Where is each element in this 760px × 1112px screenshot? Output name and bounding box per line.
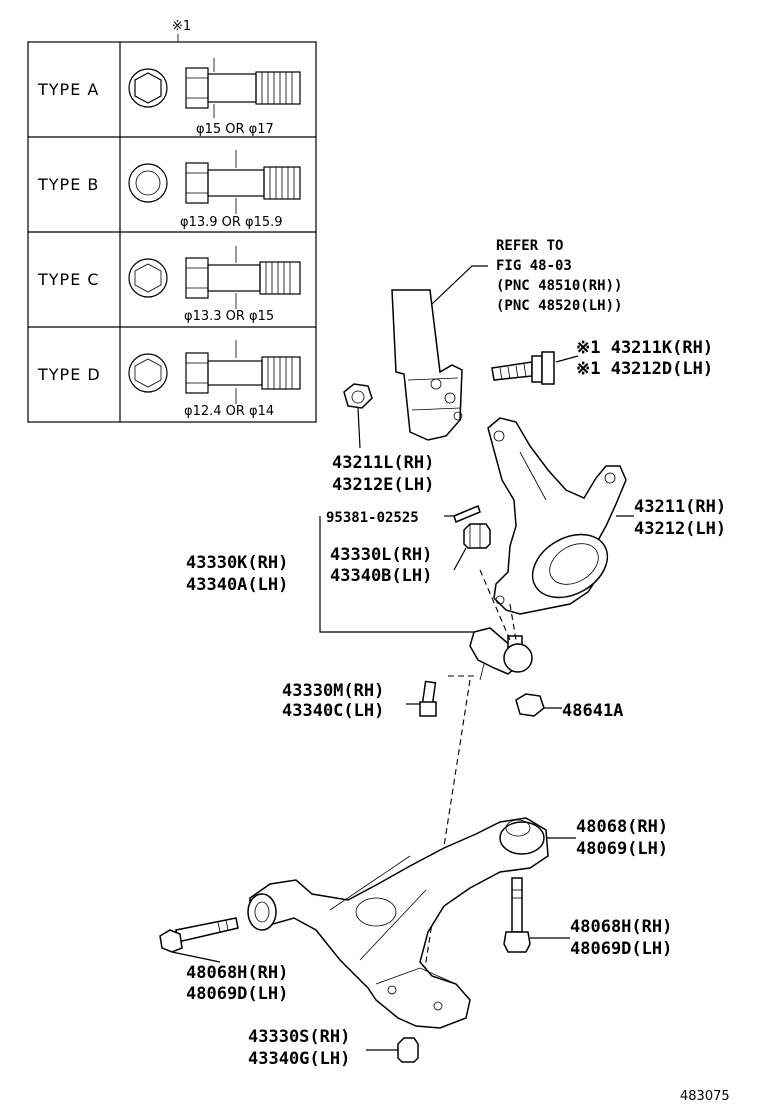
type-a-label: TYPE A	[37, 80, 99, 99]
castle-nut-drawing	[463, 523, 491, 549]
callout-43211L-lh: 43212E(LH)	[332, 475, 434, 495]
type-a-stud-drawing	[128, 58, 301, 118]
ball-joint-drawing	[469, 627, 533, 681]
table-header-mark: ※1	[172, 19, 191, 34]
bolt-43330M-drawing	[419, 680, 437, 717]
type-d-stud-drawing	[128, 340, 301, 404]
callout-43330S-rh: 43330S(RH)	[248, 1027, 350, 1047]
callout-43211L-rh: 43211L(RH)	[332, 453, 434, 473]
type-d-label: TYPE D	[37, 365, 101, 384]
steering-knuckle-drawing	[487, 417, 627, 615]
nut-43211L-drawing	[343, 383, 373, 409]
refer-note: REFER TO FIG 48-03 (PNC 48510(RH)) (PNC …	[431, 238, 622, 314]
callout-48068-lh: 48069(LH)	[576, 839, 668, 859]
callout-43330M-lh: 43340C(LH)	[282, 701, 384, 721]
callout-48068H-left-rh: 48068H(RH)	[186, 963, 288, 983]
callout-43330K-lh: 43340A(LH)	[186, 575, 288, 595]
nut-48641A-drawing	[515, 693, 545, 717]
type-c-dimension: φ13.3 OR φ15	[184, 309, 274, 324]
callout-43211K-rh: ※1 43211K(RH)	[576, 338, 713, 358]
figure-number: 483075	[680, 1089, 730, 1104]
callout-43330L-rh: 43330L(RH)	[330, 545, 432, 565]
lower-control-arm-drawing	[247, 817, 549, 1029]
type-c-label: TYPE C	[37, 270, 100, 289]
callout-48068H-left-lh: 48069D(LH)	[186, 984, 288, 1004]
refer-line-1: REFER TO	[496, 238, 563, 254]
refer-line-3: (PNC 48510(RH))	[496, 278, 622, 294]
callout-43330L-lh: 43340B(LH)	[330, 566, 432, 586]
refer-line-4: (PNC 48520(LH))	[496, 298, 622, 314]
shock-absorber-drawing	[391, 289, 463, 441]
callout-48068H-right-rh: 48068H(RH)	[570, 917, 672, 937]
callout-43330S-lh: 43340G(LH)	[248, 1049, 350, 1069]
type-a-dimension: φ15 OR φ17	[196, 122, 274, 137]
callout-43330K-rh: 43330K(RH)	[186, 553, 288, 573]
callout-95381: 95381-02525	[326, 510, 419, 526]
type-d-dimension: φ12.4 OR φ14	[184, 404, 274, 419]
callout-43211K-lh: ※1 43212D(LH)	[576, 359, 713, 379]
type-b-dimension: φ13.9 OR φ15.9	[180, 215, 283, 230]
callout-43211-rh: 43211(RH)	[634, 497, 726, 517]
type-c-stud-drawing	[128, 246, 301, 309]
front-bushing-bolt-drawing	[159, 917, 239, 953]
callout-43211-lh: 43212(LH)	[634, 519, 726, 539]
callout-48068-rh: 48068(RH)	[576, 817, 668, 837]
type-b-stud-drawing	[128, 150, 301, 214]
callout-48068H-right-lh: 48069D(LH)	[570, 939, 672, 959]
callout-48641A: 48641A	[562, 701, 623, 721]
refer-line-2: FIG 48-03	[496, 258, 572, 274]
callout-43330M-rh: 43330M(RH)	[282, 681, 384, 701]
camber-bolt-drawing	[491, 351, 555, 385]
cotter-pin-drawing	[453, 504, 481, 524]
type-b-label: TYPE B	[37, 175, 99, 194]
rear-bushing-bolt-drawing	[503, 877, 531, 953]
stud-type-table: ※1 TYPE A TYPE B TYPE C TYPE D φ15 OR φ1…	[27, 19, 317, 423]
nut-43330S-drawing	[397, 1037, 419, 1063]
